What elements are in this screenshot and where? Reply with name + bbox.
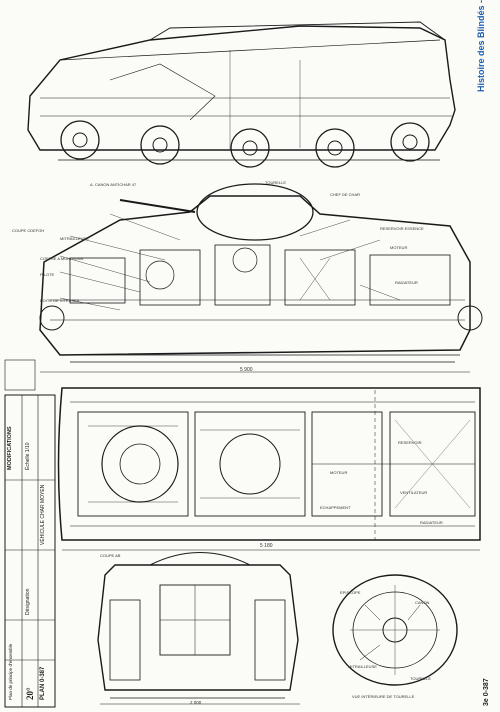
callout-radiateur: RADIATEUR: [395, 280, 418, 285]
modifications-label: MODIFICATIONS: [7, 426, 13, 470]
callout-canon: A. CANON ANTICHAR 47: [90, 182, 137, 187]
width-dimension: 5 180: [260, 543, 273, 549]
plan-callout-moteur: MOTEUR: [330, 470, 348, 475]
vue-tourelle-label: VUE INTÉRIEURE DE TOURELLE: [352, 694, 415, 699]
callout-pilote: PILOTE: [40, 272, 55, 277]
watermark-text: Histoire des Blindés - Mémoire des Blind…: [476, 0, 486, 92]
turret-callout-tourelle: TOURELLE: [410, 676, 432, 681]
longitudinal-section: [39, 183, 483, 373]
designation-label: Désignation: [25, 588, 31, 615]
coupe-cd-label: COUPE CDEFGH: [12, 228, 45, 233]
scale-label: Échelle 1/10: [25, 442, 31, 470]
callout-moteur: MOTEUR: [390, 245, 408, 250]
callout-tourelle: TOURELLE: [265, 180, 287, 185]
plan-view: [57, 387, 481, 551]
callout-mitrailleuse: MITRAILLEUSE: [60, 236, 89, 241]
plan-number-label: PLAN 0-387: [40, 666, 46, 700]
turret-callout-episcope: EPISCOPE: [340, 590, 361, 595]
vehicle-label: VÉHICULE CHAR MOYEN: [40, 484, 46, 545]
title-block: [4, 359, 56, 708]
callout-chef: CHEF DE CHAR: [330, 192, 361, 197]
track-dimension: 2 000: [190, 700, 202, 705]
turret-callout-canon: CANON: [415, 600, 430, 605]
plan-callout-radiateur: RADIATEUR: [420, 520, 443, 525]
plan-callout-reservoir: RESERVOIR: [398, 440, 422, 445]
plan-callout-ventilateur: VENTILATEUR: [400, 490, 428, 495]
transverse-section: [97, 552, 300, 705]
turret-callout-mitrailleuse: MITRAILLEUSE: [348, 664, 377, 669]
edge-code: 3e 0-387: [483, 678, 490, 706]
callout-coffre: COFFRE A MUNITIONS: [40, 256, 84, 261]
callout-reservoir: RESERVOIR ESSENCE: [380, 226, 424, 231]
degrees-label: 20°: [25, 687, 35, 700]
drawing-type-label: Plan de principe d'ensemble: [8, 643, 13, 700]
length-dimension: 5 900: [240, 367, 253, 373]
plan-callout-echappement: ECHAPPEMENT: [320, 505, 351, 510]
coupe-ab-label: COUPE AB: [100, 553, 121, 558]
exterior-side-view: [27, 21, 456, 168]
callout-boite: BOITE DE VITESSES: [40, 298, 80, 303]
turret-interior-view: [332, 574, 458, 686]
